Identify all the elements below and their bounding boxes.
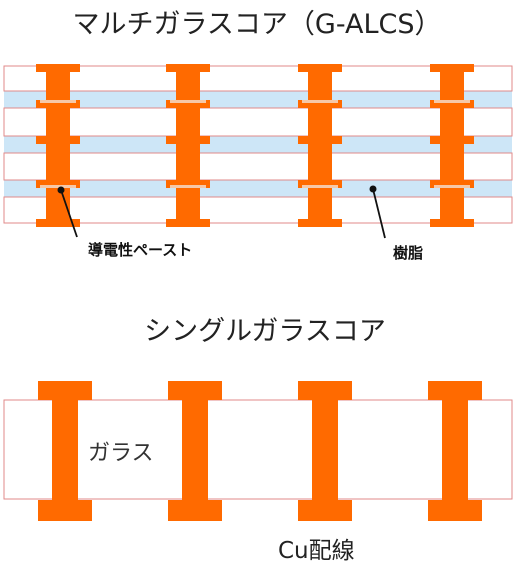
cu-via-column xyxy=(298,64,342,227)
glass-layer xyxy=(3,107,513,137)
glass-layer xyxy=(3,65,513,92)
glass-core xyxy=(3,399,513,500)
multi-core-stack xyxy=(3,64,513,227)
paste-label: 導電性ペースト xyxy=(88,241,192,259)
single-core-stack xyxy=(3,381,513,521)
cu-via-column xyxy=(36,64,80,227)
cu-wiring-label: Cu配線 xyxy=(278,538,355,564)
resin-layer xyxy=(4,91,512,108)
callout-line xyxy=(372,188,386,239)
cu-via-column xyxy=(38,381,92,521)
cu-via-column xyxy=(168,381,222,521)
cu-via-column xyxy=(428,381,482,521)
paste-callout: 導電性ペースト xyxy=(57,186,192,259)
glass-layer xyxy=(3,152,513,181)
paste-pads xyxy=(40,100,470,188)
callout-line xyxy=(60,189,78,238)
single-core-title: シングルガラスコア xyxy=(144,316,386,347)
cu-via-column xyxy=(298,381,352,521)
resin-layer xyxy=(4,136,512,153)
glass-label: ガラス xyxy=(88,441,154,466)
resin-layer xyxy=(4,180,512,197)
cu-via-column xyxy=(430,64,474,227)
glass-layer xyxy=(3,196,513,224)
resin-callout: 樹脂 xyxy=(369,185,423,262)
cu-via-column xyxy=(166,64,210,227)
multi-core-title: マルチガラスコア（G-ALCS） xyxy=(72,9,441,40)
resin-label: 樹脂 xyxy=(393,244,423,262)
